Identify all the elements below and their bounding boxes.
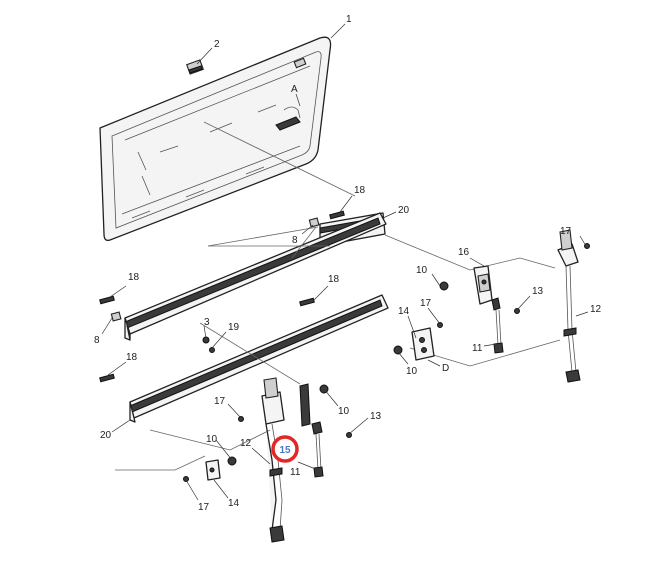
callout-8-left: 8	[94, 335, 100, 346]
callout-17-right: 17	[560, 226, 572, 237]
callout-20-top: 20	[398, 205, 410, 216]
cable-11-left	[311, 421, 324, 478]
callout-18-left-top: 18	[128, 272, 140, 283]
callout-D: D	[442, 363, 449, 374]
clip-part-2	[186, 59, 204, 75]
highlighted-callout-15[interactable]: 15	[271, 435, 299, 463]
callout-8-top: 8	[292, 235, 298, 246]
callout-12-right: 12	[590, 304, 602, 315]
callout-18-left-bottom: 18	[126, 352, 138, 363]
group-reference-lines	[115, 121, 561, 471]
callout-18-middle: 18	[328, 274, 340, 285]
callout-14-left: 14	[228, 498, 240, 509]
cable-right	[557, 229, 581, 383]
rail-lower	[126, 294, 389, 423]
cable-11-right	[491, 297, 504, 354]
latch-assembly-left	[261, 377, 311, 543]
striker-part-14-left	[205, 459, 221, 481]
callout-11-right: 11	[472, 343, 483, 354]
callout-10-right-top: 10	[416, 265, 428, 276]
callout-13-right: 13	[532, 286, 544, 297]
striker-part-14-right	[411, 327, 435, 361]
callout-17-left: 17	[214, 396, 226, 407]
callout-11-left: 11	[290, 467, 301, 478]
callout-10-left-bottom: 10	[206, 434, 218, 445]
callout-17-center: 17	[420, 298, 432, 309]
callout-2: 2	[214, 39, 220, 50]
rail-upper	[124, 212, 387, 341]
fasteners	[99, 210, 590, 482]
callout-10-left-center: 10	[338, 406, 350, 417]
highlight-label: 15	[279, 445, 291, 456]
callout-1: 1	[346, 14, 352, 25]
callout-A: A	[291, 84, 298, 95]
callout-10-center: 10	[406, 366, 418, 377]
callout-3: 3	[204, 317, 210, 328]
callout-19: 19	[228, 322, 240, 333]
leader-lines	[101, 23, 589, 501]
callout-18-top: 18	[354, 185, 366, 196]
tailgate-panel	[99, 36, 332, 242]
bracket-part-16	[473, 265, 493, 305]
callout-12-left: 12	[240, 438, 252, 449]
callout-13-left: 13	[370, 411, 382, 422]
callout-labels: 1 2 A 18 20 8 16 17 10 13 12 18 18 3 19 …	[94, 14, 602, 513]
callout-17-left-bottom: 17	[198, 502, 210, 513]
callout-20-bottom: 20	[100, 430, 112, 441]
callout-16: 16	[458, 247, 470, 258]
highlight-ring	[271, 435, 299, 463]
callout-14-right: 14	[398, 306, 410, 317]
